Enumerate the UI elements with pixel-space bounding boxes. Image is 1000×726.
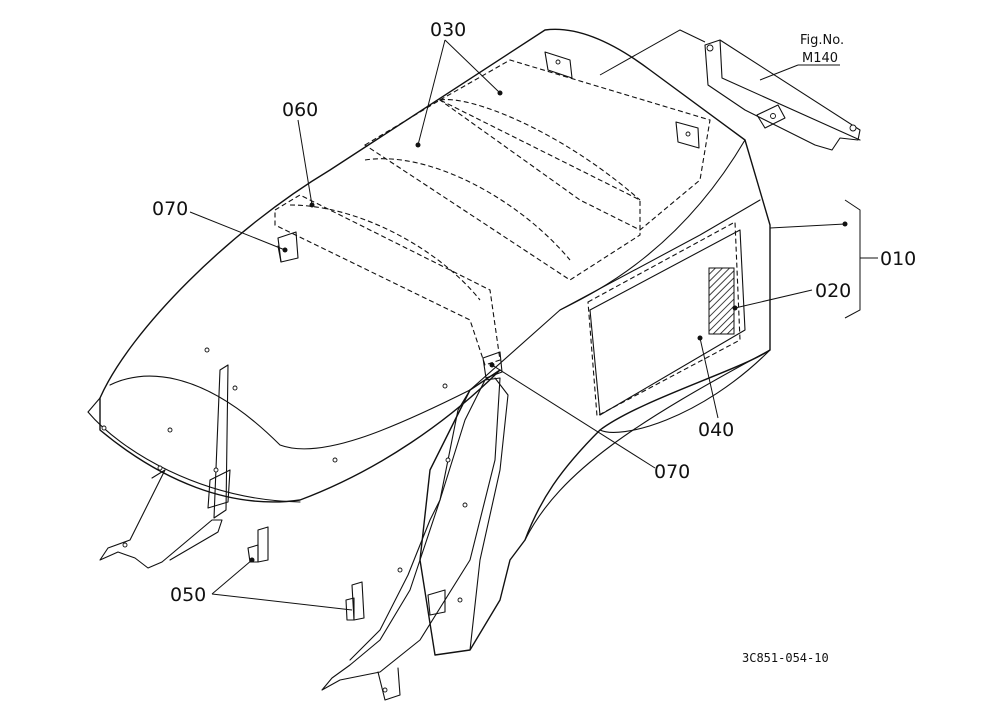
- label-010: 010: [880, 248, 916, 270]
- label-030: 030: [430, 19, 466, 41]
- part-050-clip-b: [345, 581, 365, 621]
- label-040: 040: [698, 419, 734, 441]
- label-070-upper: 070: [152, 198, 188, 220]
- drawing-code: 3C851-054-10: [742, 651, 829, 665]
- part-020-decal: [708, 267, 735, 335]
- left-frame: [99, 364, 238, 569]
- roof-crease: [109, 375, 471, 450]
- labels: Fig.No. M140 030 060 070 010 020 040 070…: [152, 19, 916, 665]
- label-020: 020: [815, 280, 851, 302]
- part-030-upper-panel: [438, 59, 711, 231]
- part-060-strip: [274, 194, 501, 366]
- roof-outline: [99, 28, 771, 656]
- roof-bracket-left: [544, 51, 573, 79]
- part-030-lower-panel: [363, 99, 641, 281]
- headliner-parts: [274, 59, 741, 417]
- cab-body: [87, 28, 771, 656]
- part-070-clip-lower: [482, 351, 503, 379]
- label-050: 050: [170, 584, 206, 606]
- label-060: 060: [282, 99, 318, 121]
- part-070-clip-upper: [277, 231, 299, 263]
- fig-ref-line2: M140: [802, 51, 838, 66]
- side-panel: [589, 229, 746, 416]
- roof-bracket-right: [675, 121, 700, 149]
- leader-lines: [189, 29, 878, 611]
- part-050-clip-a: [247, 526, 269, 563]
- center-post: [321, 377, 509, 701]
- fig-ref-line1: Fig.No.: [800, 33, 844, 48]
- bracket-m140: [704, 39, 861, 151]
- label-070-lower: 070: [654, 461, 690, 483]
